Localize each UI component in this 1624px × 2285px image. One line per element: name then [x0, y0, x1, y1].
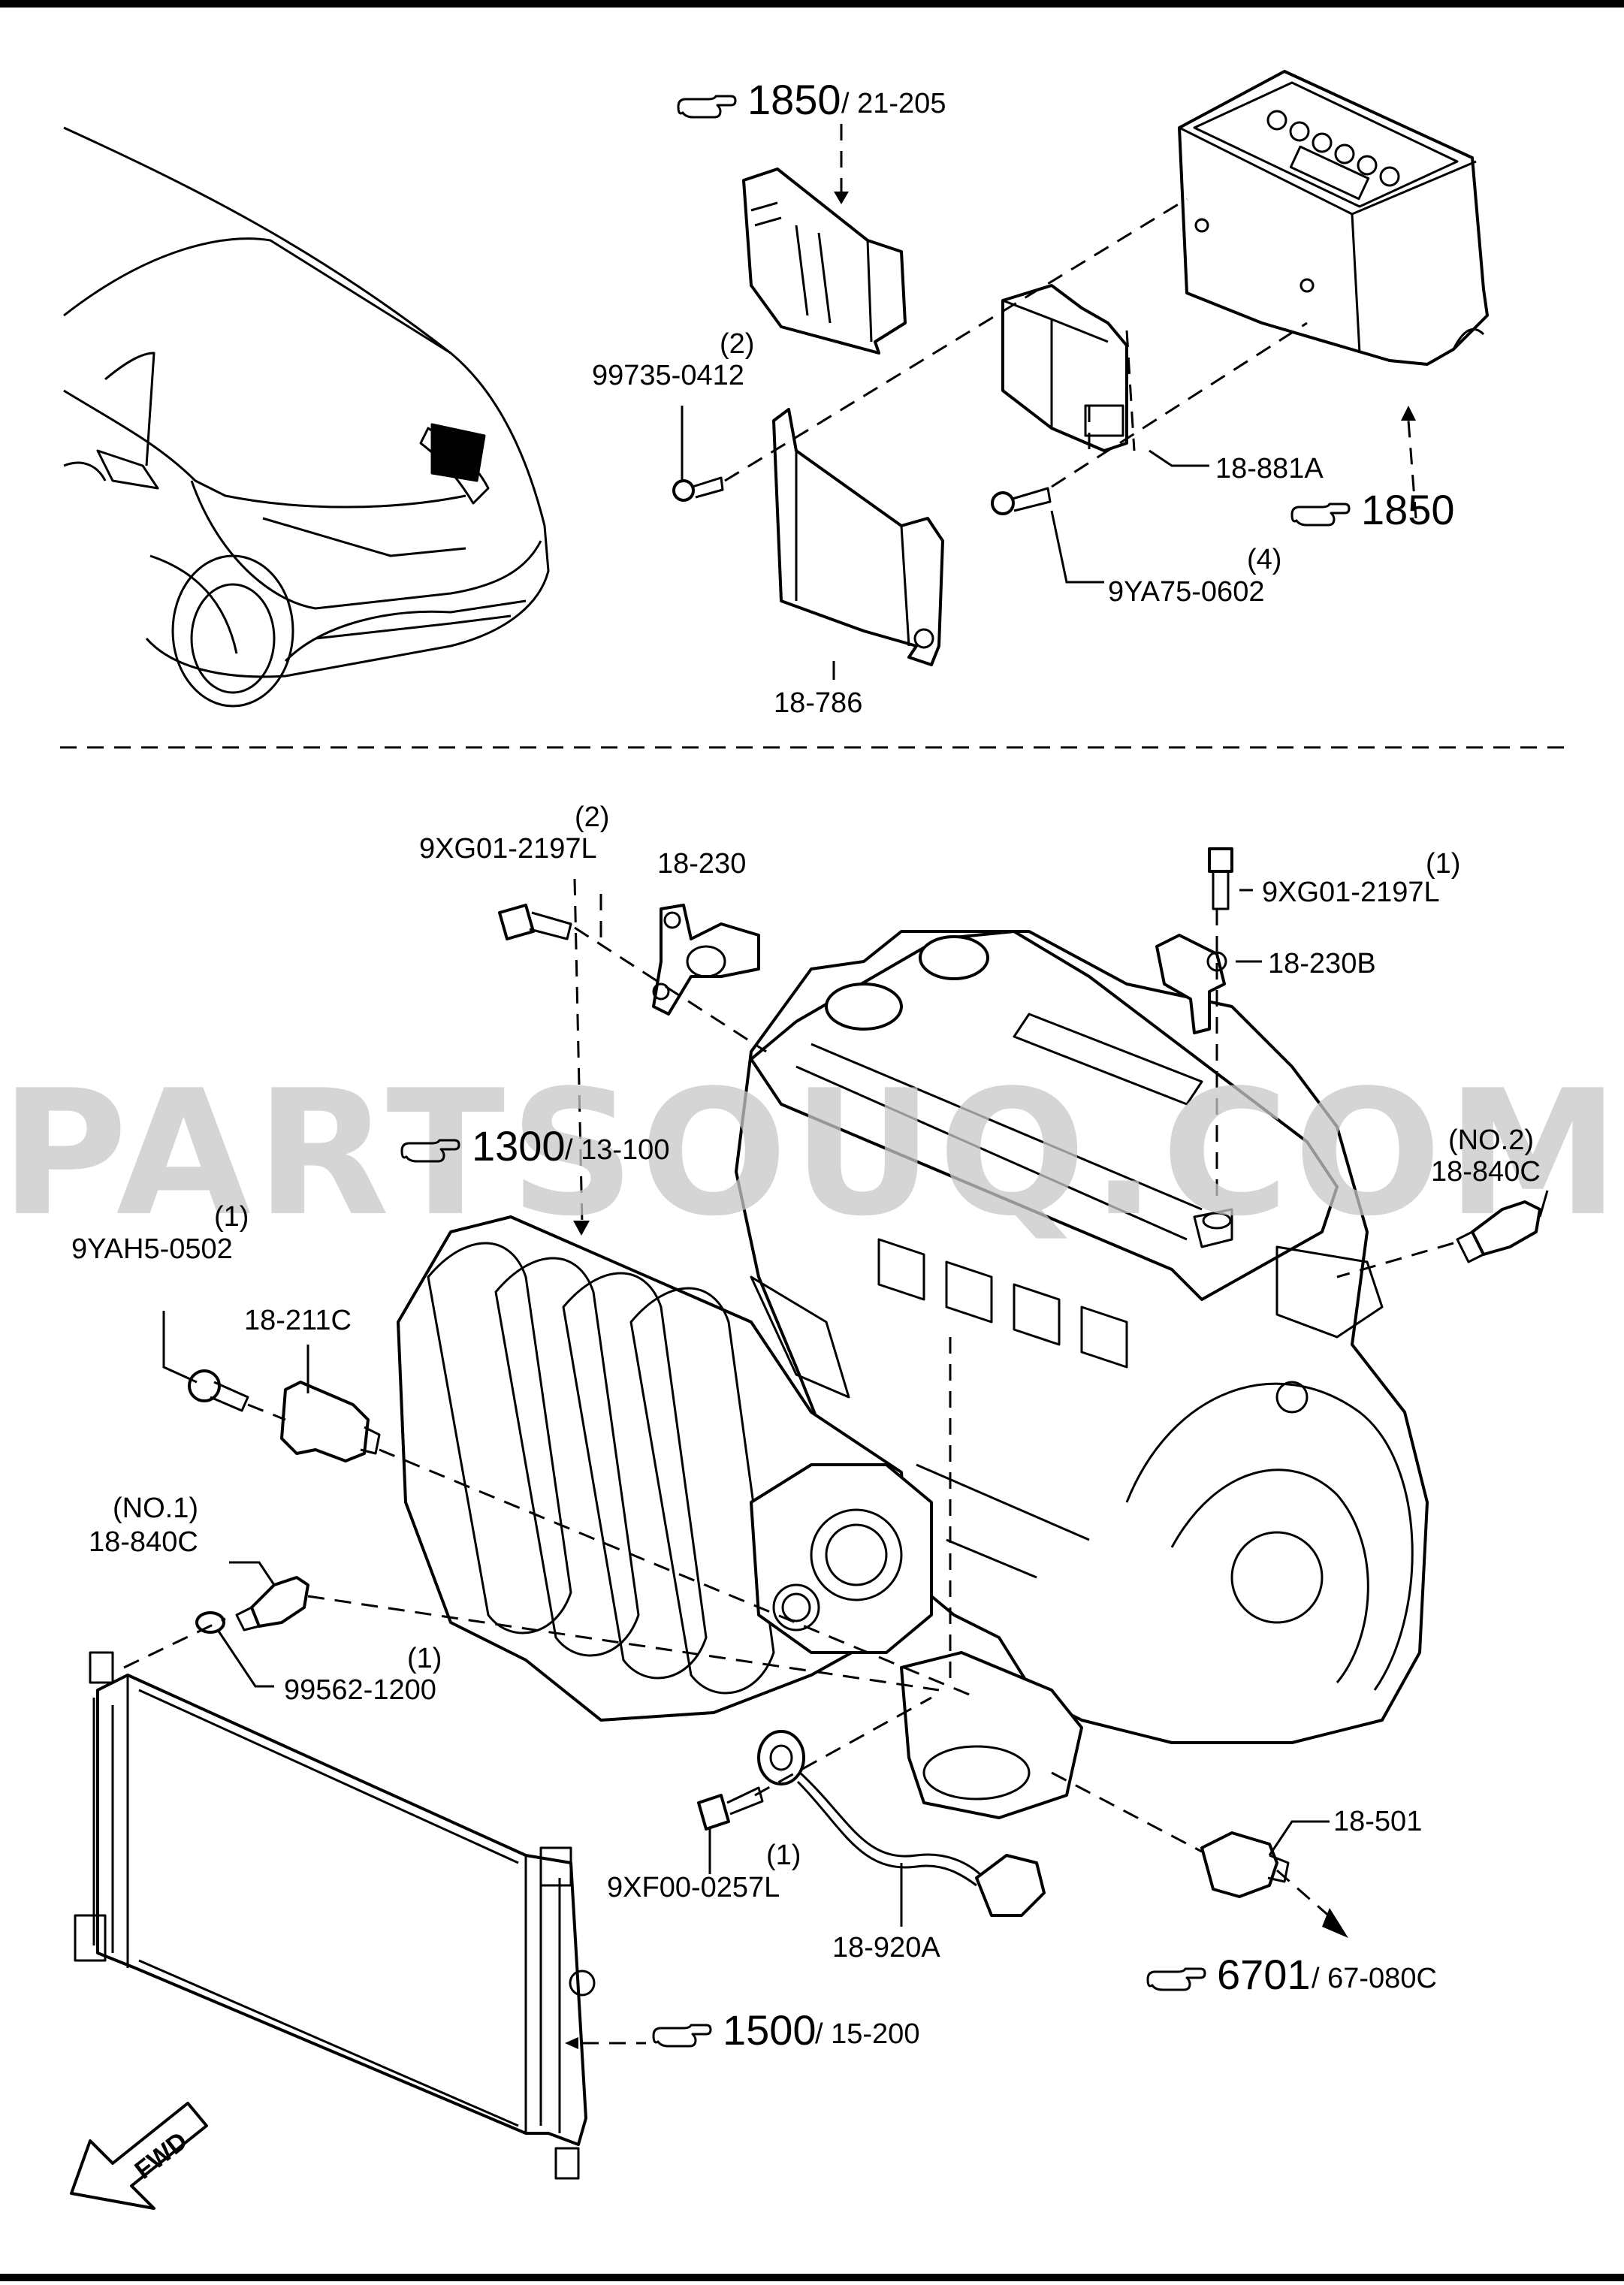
label-18-920a[interactable]: 18-920A — [832, 1932, 940, 1964]
sensor-18-230 — [652, 904, 760, 1016]
pcm-cover — [742, 168, 907, 355]
pcm-bracket — [772, 408, 944, 666]
label-9xg01-2197l-right[interactable]: 9XG01-2197L — [1262, 877, 1440, 908]
bolt-9xf00-0257l — [697, 1786, 764, 1831]
sensor-18-501 — [1200, 1831, 1290, 1898]
sensor-18-840c-no1 — [235, 1576, 309, 1631]
pointing-hand-icon — [1146, 1967, 1206, 1991]
label-99562-1200[interactable]: 99562-1200 — [284, 1674, 436, 1706]
ref-1850-top[interactable]: 1850 / 21-205 — [677, 76, 946, 123]
ref-number: 1500 — [723, 2006, 817, 2054]
label-9xf00-0257l[interactable]: 9XF00-0257L — [607, 1872, 780, 1903]
qty-9ya75-0602: (4) — [1247, 544, 1281, 575]
top-border — [0, 0, 1624, 8]
label-9xg01-2197l-left[interactable]: 9XG01-2197L — [419, 833, 597, 865]
engine-dashed-leaders — [123, 878, 1454, 2049]
label-18-786[interactable]: 18-786 — [774, 687, 862, 719]
qty-9xf00-0257l: (1) — [766, 1840, 801, 1871]
ref-sub-number: / 15-200 — [815, 2018, 919, 2050]
qty-9yah5-0502: (1) — [214, 1201, 249, 1233]
screw-99735-0412 — [672, 476, 724, 502]
ref-6701[interactable]: 6701 / 67-080C — [1146, 1951, 1437, 1998]
label-9ya75-0602[interactable]: 9YA75-0602 — [1108, 576, 1264, 608]
qty-99562-1200: (1) — [407, 1643, 442, 1674]
ref-sub-number: / 67-080C — [1312, 1963, 1437, 1994]
label-18-230[interactable]: 18-230 — [657, 848, 746, 880]
screw-9ya75-0602 — [991, 487, 1052, 515]
bolt-9yah5-0502 — [188, 1369, 249, 1412]
qty-99735-0412: (2) — [720, 328, 754, 360]
watermark: PARTSOUQ.COM — [0, 1054, 1624, 1254]
label-18-501[interactable]: 18-501 — [1333, 1806, 1422, 1837]
pointing-hand-icon — [652, 2024, 712, 2048]
ecu-location-marker — [430, 423, 486, 482]
ref-sub-number: / 13-100 — [565, 1134, 669, 1166]
ref-number: 1850 — [1361, 486, 1455, 533]
label-18-840c-no1[interactable]: 18-840C — [89, 1526, 198, 1558]
ref-number: 6701 — [1217, 1951, 1311, 1998]
knock-sensor-18-920a — [757, 1730, 1046, 1917]
top-dashed-leaders — [724, 124, 1417, 519]
qty-9xg01-2197l-right: (1) — [1426, 848, 1460, 880]
engine-leaders — [162, 889, 1549, 1927]
top-leaders — [681, 406, 1209, 680]
sensor-18-211c — [280, 1381, 381, 1462]
car-illustration — [63, 126, 550, 708]
intake-manifold — [397, 1215, 933, 1722]
battery — [1178, 70, 1489, 366]
ref-1500[interactable]: 1500 / 15-200 — [652, 2006, 919, 2054]
pointing-hand-icon — [677, 95, 737, 119]
label-18-881a[interactable]: 18-881A — [1215, 453, 1324, 484]
module-18-881a — [1001, 284, 1128, 452]
pointing-hand-icon — [1290, 503, 1351, 527]
label-9yah5-0502[interactable]: 9YAH5-0502 — [71, 1233, 233, 1265]
sensor-18-840c-no2 — [1456, 1200, 1541, 1263]
ref-number: 1850 — [747, 76, 841, 123]
bolt-9xg01-2197l-left — [498, 904, 572, 940]
label-99735-0412[interactable]: 99735-0412 — [592, 360, 744, 391]
bolt-9xg01-2197l-right — [1208, 847, 1233, 910]
no-18-840c-no1: (NO.1) — [113, 1493, 198, 1524]
ref-1850-right[interactable]: 1850 — [1290, 486, 1455, 533]
ref-1300[interactable]: 1300 / 13-100 — [400, 1122, 669, 1170]
label-18-211c[interactable]: 18-211C — [244, 1305, 352, 1336]
label-18-840c-no2[interactable]: 18-840C — [1431, 1156, 1541, 1188]
ref-sub-number: / 21-205 — [841, 88, 946, 119]
label-18-230b[interactable]: 18-230B — [1268, 948, 1376, 980]
radiator — [74, 1651, 596, 2180]
gasket-99562-1200 — [195, 1611, 225, 1634]
qty-9xg01-2197l-left: (2) — [575, 801, 609, 833]
no-18-840c-no2: (NO.2) — [1448, 1124, 1534, 1156]
bottom-border — [0, 2274, 1624, 2281]
ref-number: 1300 — [472, 1122, 566, 1170]
fwd-arrow-icon — [70, 2102, 208, 2210]
part-labels: (2) 99735-0412 18-881A (4) 9YA75-0602 18… — [71, 328, 1541, 2185]
